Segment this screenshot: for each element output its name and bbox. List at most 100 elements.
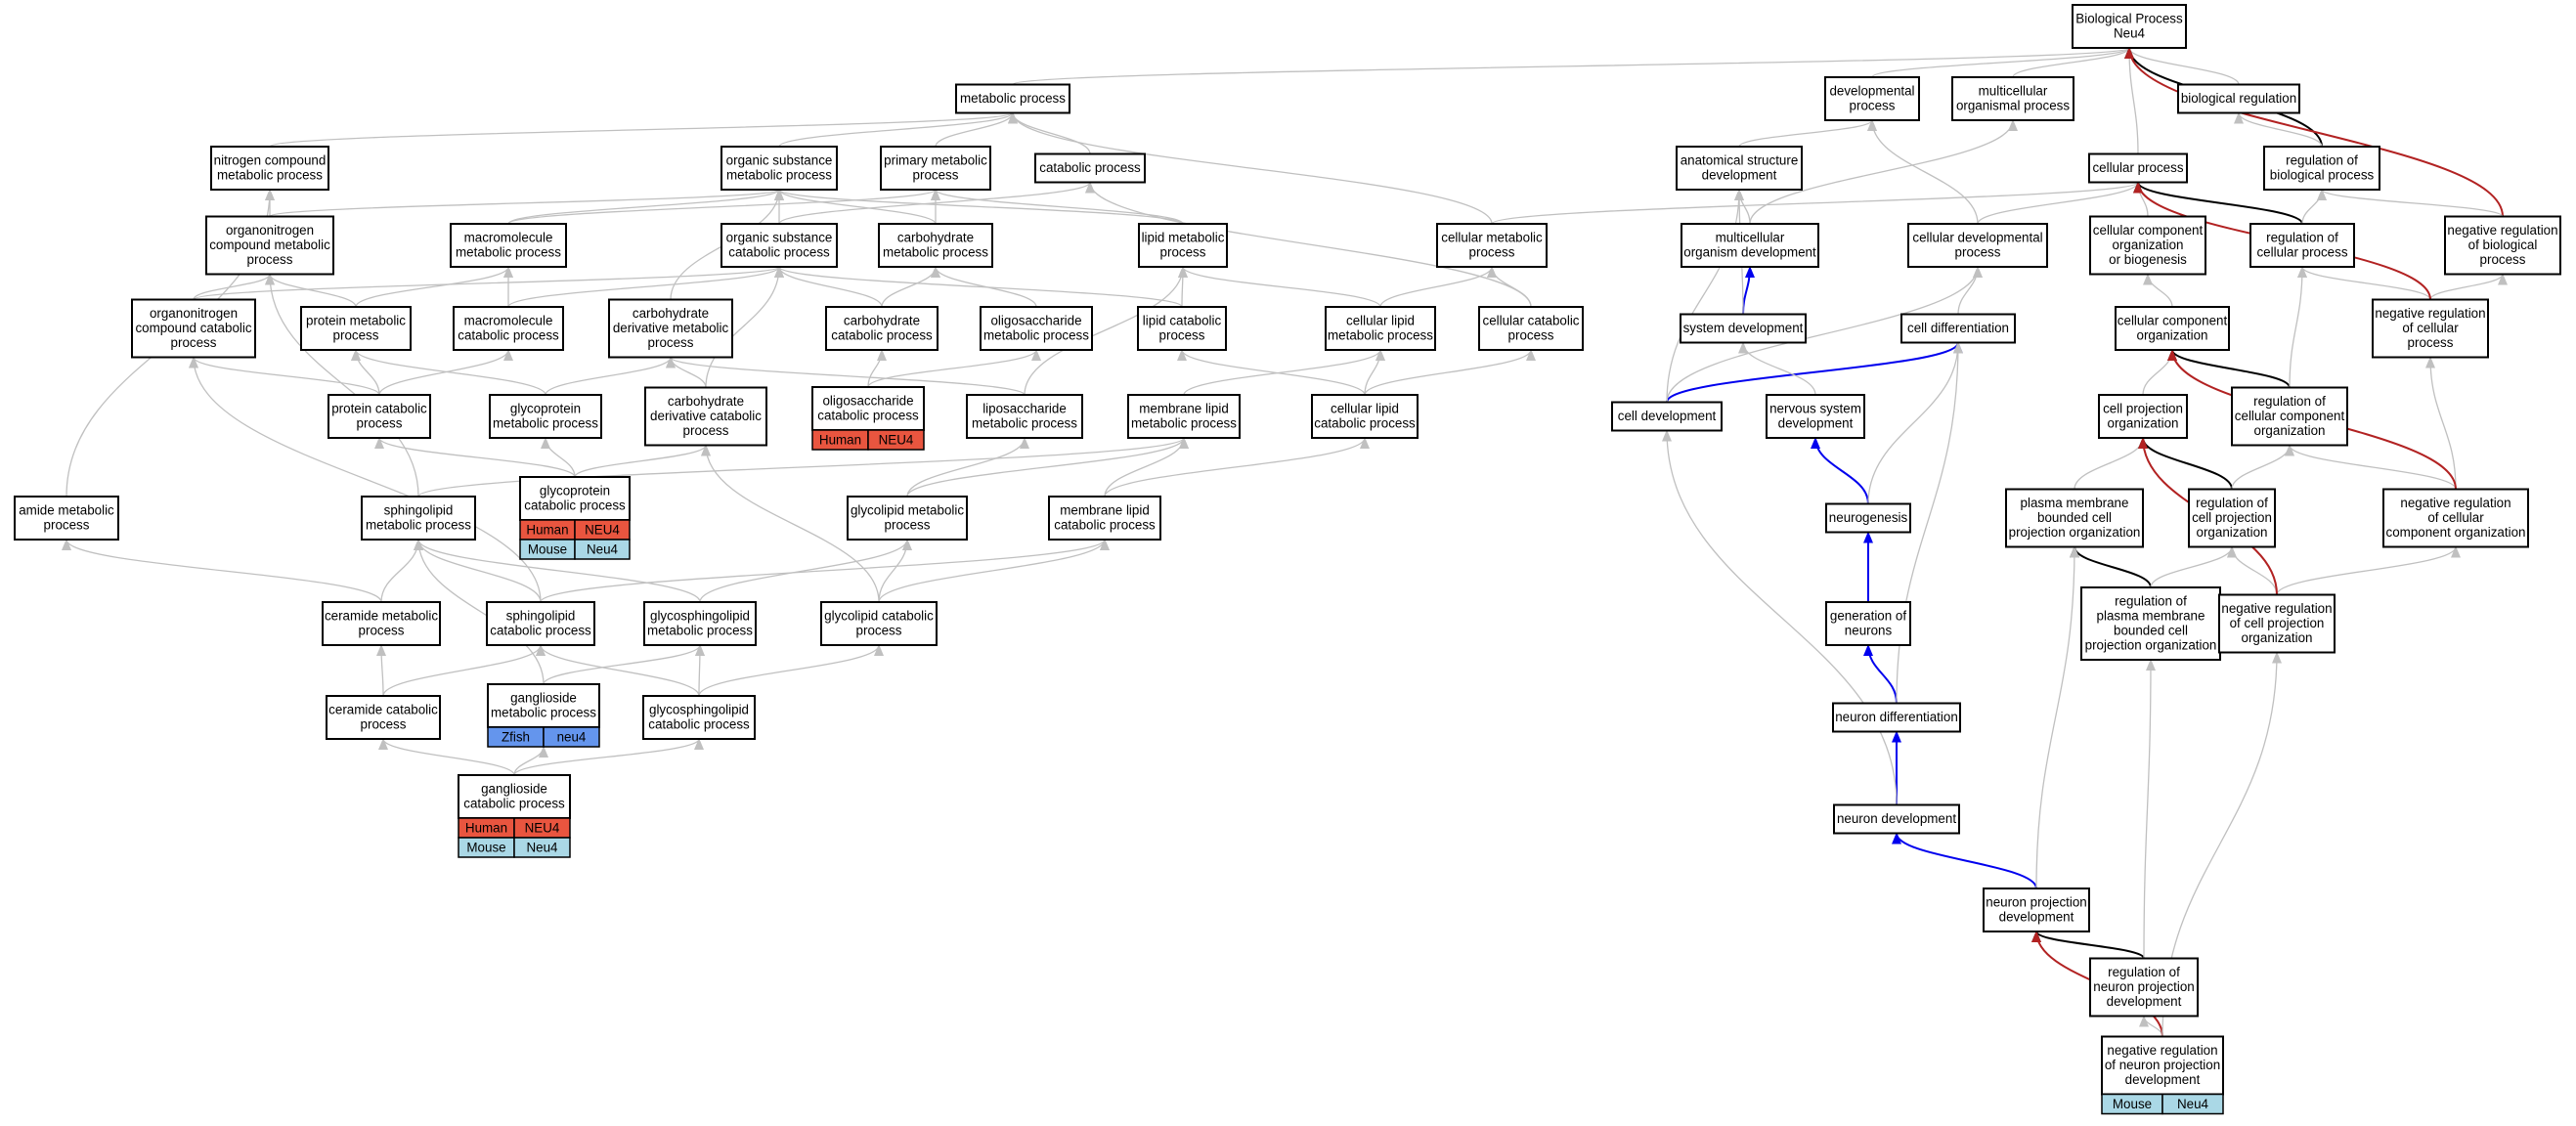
edge-is-a: [189, 356, 380, 396]
node-neurondev[interactable]: neuron development: [1833, 803, 1960, 835]
node-label: generation of: [1830, 609, 1906, 624]
node-cellular[interactable]: cellular process: [2088, 152, 2188, 184]
node-label: neurons: [1845, 624, 1893, 638]
edge-is-a: [2317, 189, 2504, 218]
node-metabolic[interactable]: metabolic process: [955, 83, 1070, 114]
node-sysdev[interactable]: system development: [1680, 313, 1807, 344]
edge-is-a: [1085, 181, 1532, 308]
node-bioreg[interactable]: biological regulation: [2177, 83, 2300, 114]
edge-is-a: [540, 539, 1110, 603]
edge-is-a: [774, 266, 1183, 308]
node-label: membrane lipid: [1139, 402, 1229, 416]
node-celldevel[interactable]: cell development: [1611, 401, 1723, 432]
node-label: metabolic process: [726, 168, 832, 183]
edge-is-a: [543, 644, 705, 685]
node-box: [1983, 888, 2090, 932]
edge-is-a: [265, 273, 419, 498]
node-label: macromolecule: [464, 231, 553, 245]
node-label: cellular developmental: [1912, 231, 2042, 245]
species-label: Mouse: [466, 841, 505, 855]
node-label: catabolic process: [831, 328, 933, 343]
node-neurogenesis[interactable]: neurogenesis: [1825, 502, 1911, 534]
node-label: organismal process: [1956, 99, 2070, 113]
node-label: carbohydrate: [633, 306, 709, 321]
edge-is-a: [1738, 341, 1816, 396]
node-box: [2072, 4, 2187, 49]
node-box: [2089, 957, 2199, 1018]
node-label: cellular process: [2092, 160, 2183, 175]
node-neurondiff[interactable]: neuron differentiation: [1832, 702, 1961, 733]
node-celldiff[interactable]: cell differentiation: [1900, 313, 2016, 344]
node-label: oligosaccharide: [990, 314, 1081, 328]
edge-is-a: [269, 189, 784, 218]
node-box: [1436, 223, 1548, 268]
edge-is-a: [1867, 119, 1979, 225]
node-catabolic[interactable]: catabolic process: [1034, 152, 1146, 184]
node-box: [450, 223, 567, 268]
edge-is-a: [355, 266, 513, 308]
